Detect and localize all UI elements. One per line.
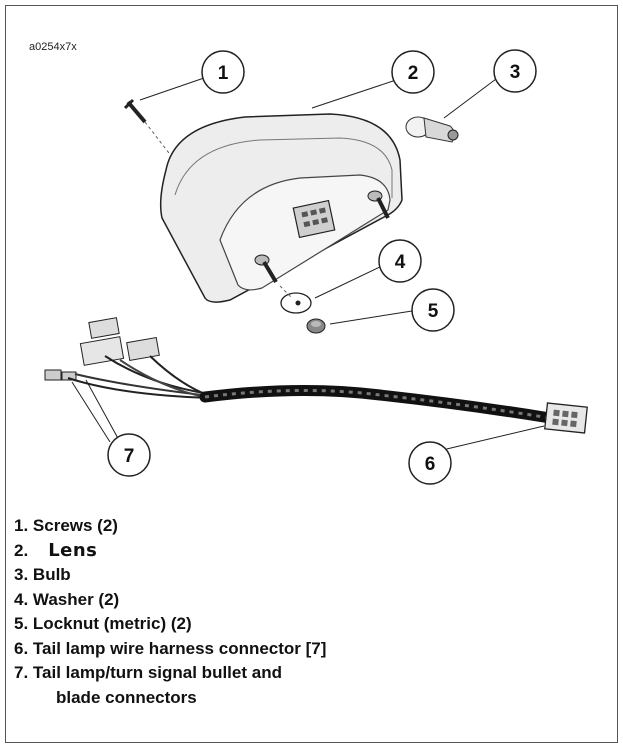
legend-item: 4. Washer (2) <box>14 589 120 609</box>
callout-7-label: 7 <box>124 446 135 467</box>
callout-4-label: 4 <box>395 252 406 273</box>
legend-item: 1. Screws (2) <box>14 516 118 535</box>
legend-item: 3. Bulb <box>14 565 71 584</box>
locknut-part <box>306 318 326 334</box>
legend-item-continuation: blade connectors <box>56 687 197 707</box>
washer-part <box>279 285 312 314</box>
callout-5-label: 5 <box>428 301 439 322</box>
leader-lines <box>71 77 545 453</box>
callout-4: 4 <box>378 239 422 283</box>
legend-item: 2.Lens <box>14 539 98 561</box>
callout-3: 3 <box>493 49 537 93</box>
callout-1: 1 <box>201 50 245 94</box>
callout-2-label: 2 <box>408 63 419 84</box>
callout-7: 7 <box>107 433 151 477</box>
bulb-part <box>405 116 459 143</box>
wire-harness-part <box>44 317 588 434</box>
legend-item: 5. Locknut (metric) (2) <box>14 614 192 633</box>
callout-1-label: 1 <box>218 63 229 84</box>
callout-6-label: 6 <box>425 454 436 475</box>
parts-legend: 1. Screws (2) 2.Lens 3. Bulb 4. Washer (… <box>14 514 326 710</box>
lens-part <box>159 113 403 303</box>
callout-6: 6 <box>408 441 452 485</box>
screw-part <box>123 98 173 158</box>
figure-code: a0254x7x <box>29 41 77 53</box>
callout-3-label: 3 <box>510 62 521 83</box>
legend-item: 6. Tail lamp wire harness connector [7] <box>14 638 327 658</box>
legend-item: 7. Tail lamp/turn signal bullet and <box>14 663 282 682</box>
callout-2: 2 <box>391 50 435 94</box>
callout-5: 5 <box>411 288 455 332</box>
